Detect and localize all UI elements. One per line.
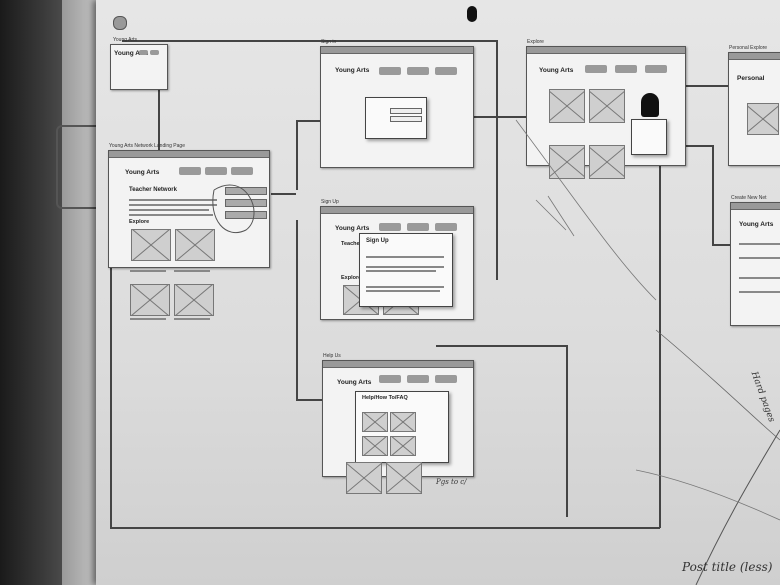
help-dialog: Help/How To/FAQ (355, 391, 449, 463)
nav-pill (179, 167, 201, 175)
nav-pill (435, 223, 457, 231)
nav-pill (407, 223, 429, 231)
image-placeholder (131, 229, 171, 261)
nav-pill (407, 375, 429, 383)
connector-line (158, 88, 160, 150)
help-box (225, 211, 267, 219)
logo-text: Young Arts (114, 50, 149, 57)
connector-line (110, 245, 112, 528)
nav-pill (205, 167, 227, 175)
image-placeholder (589, 89, 625, 123)
connector-line (712, 145, 714, 245)
frame-caption: Create New Net (731, 195, 767, 201)
image-placeholder (386, 462, 422, 494)
pushpin-top (467, 6, 477, 22)
image-placeholder (130, 284, 170, 316)
nav-pill (139, 50, 148, 55)
wireframe-help: Help Us Young Arts Help/How To/FAQ (322, 353, 474, 477)
connector-line (296, 120, 298, 190)
wall-edge-dark (0, 0, 62, 585)
logo-text: Young Arts (125, 169, 160, 176)
sign-in-box (225, 187, 267, 195)
nav-pill (407, 67, 429, 75)
frame-caption: Young Arts Network Landing Page (109, 143, 185, 149)
wireframe-personal: Personal Explore Personal (728, 45, 780, 166)
connector-line (110, 527, 660, 529)
logo-text: Young Arts (335, 225, 370, 232)
image-placeholder (589, 145, 625, 179)
section-text: Explore (129, 219, 150, 225)
frame-caption: Explore (527, 39, 544, 45)
heading-text: Teacher (341, 241, 362, 247)
nav-pill (645, 65, 667, 73)
frame-caption: Help Us (323, 353, 341, 359)
image-placeholder (390, 412, 416, 432)
wireframe-signup: Sign Up Young Arts Teacher Explore Sign … (320, 199, 474, 320)
connector-line (122, 40, 497, 42)
image-placeholder (747, 103, 779, 135)
connector-line (296, 399, 324, 401)
handwritten-note: Post title (less) (682, 560, 773, 574)
label-pages: Pgs to c/ (436, 478, 467, 486)
pencil-marks (212, 119, 780, 585)
logo-text: Young Arts (539, 67, 574, 74)
signup-dialog: Sign Up (359, 233, 453, 307)
connector-line (684, 85, 728, 87)
nav-pill (435, 67, 457, 75)
nav-pill (379, 223, 401, 231)
connector-line (271, 193, 296, 195)
logo-text: Young Arts (335, 67, 370, 74)
connector-line (296, 120, 322, 122)
section-text: Explore (341, 275, 362, 281)
heading-text: Teacher Network (129, 187, 177, 193)
nav-pill (585, 65, 607, 73)
wireframe-signin: Sign in Young Arts (320, 39, 474, 168)
nav-pill (150, 50, 159, 55)
wireframe-topleft: Young Arts Young Arts (110, 37, 168, 90)
connector-line (296, 220, 298, 400)
image-placeholder (346, 462, 382, 494)
person-silhouette (641, 93, 659, 117)
sign-up-box (225, 199, 267, 207)
wireframe-landing: Young Arts Network Landing Page Young Ar… (108, 143, 270, 268)
frame-caption: Young Arts (113, 37, 138, 43)
image-placeholder (362, 412, 388, 432)
nav-pill (615, 65, 637, 73)
logo-text: Young Arts (739, 221, 774, 228)
wireframe-create: Create New Net Young Arts (730, 195, 780, 326)
image-placeholder (549, 89, 585, 123)
paper-poster: Young Arts Young Arts Young Arts Network… (96, 0, 780, 585)
nav-pill (231, 167, 253, 175)
whiteboard-frame-bracket (56, 125, 98, 209)
pushpin-top-left (113, 16, 127, 30)
logo-text: Personal (737, 75, 765, 82)
dialog-title: Sign Up (366, 238, 389, 244)
connector-line (436, 345, 566, 347)
nav-pill (435, 375, 457, 383)
logo-text: Young Arts (337, 379, 372, 386)
frame-caption: Sign in (321, 39, 337, 45)
wall-edge-light (56, 0, 102, 585)
nav-pill (379, 375, 401, 383)
wireframe-user: Explore Young Arts (526, 39, 686, 179)
dialog-title: Help/How To/FAQ (362, 395, 408, 401)
nav-pill (379, 67, 401, 75)
image-placeholder (390, 436, 416, 456)
connector-line (712, 244, 730, 246)
image-placeholder (175, 229, 215, 261)
connector-line (496, 40, 498, 280)
signin-dialog (365, 97, 427, 139)
connector-line (566, 345, 568, 517)
frame-caption: Personal Explore (729, 45, 768, 51)
connector-line (659, 145, 661, 528)
image-placeholder (174, 284, 214, 316)
image-placeholder (362, 436, 388, 456)
user-menu (631, 119, 667, 155)
frame-caption: Sign Up (321, 199, 339, 205)
